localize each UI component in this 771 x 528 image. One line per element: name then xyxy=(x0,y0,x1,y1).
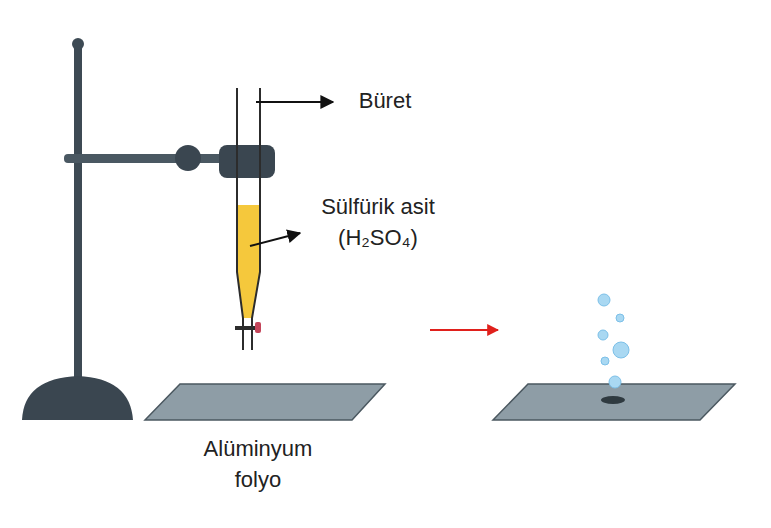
reaction-arrow xyxy=(430,329,498,331)
clamp-ball xyxy=(175,145,201,171)
burette-tube xyxy=(237,88,260,350)
lab-stand xyxy=(22,38,275,420)
stopcock-handle xyxy=(255,322,261,333)
stand-base xyxy=(22,376,133,420)
leader-arrow xyxy=(250,233,300,246)
clamp-block xyxy=(219,145,275,178)
gas-bubbles xyxy=(598,294,629,388)
stand-rod xyxy=(74,42,82,387)
part-label: Sülfürik asit (H₂SO₄) xyxy=(302,192,454,254)
burette xyxy=(235,88,261,350)
rod-knob xyxy=(72,38,84,50)
leader-arrow xyxy=(256,101,333,103)
material-label: Alüminyum folyo xyxy=(190,434,326,496)
part-label: Büret xyxy=(340,86,430,117)
acid-spot xyxy=(601,396,625,404)
aluminium-foil xyxy=(145,384,385,420)
aluminium-foil xyxy=(493,384,735,420)
